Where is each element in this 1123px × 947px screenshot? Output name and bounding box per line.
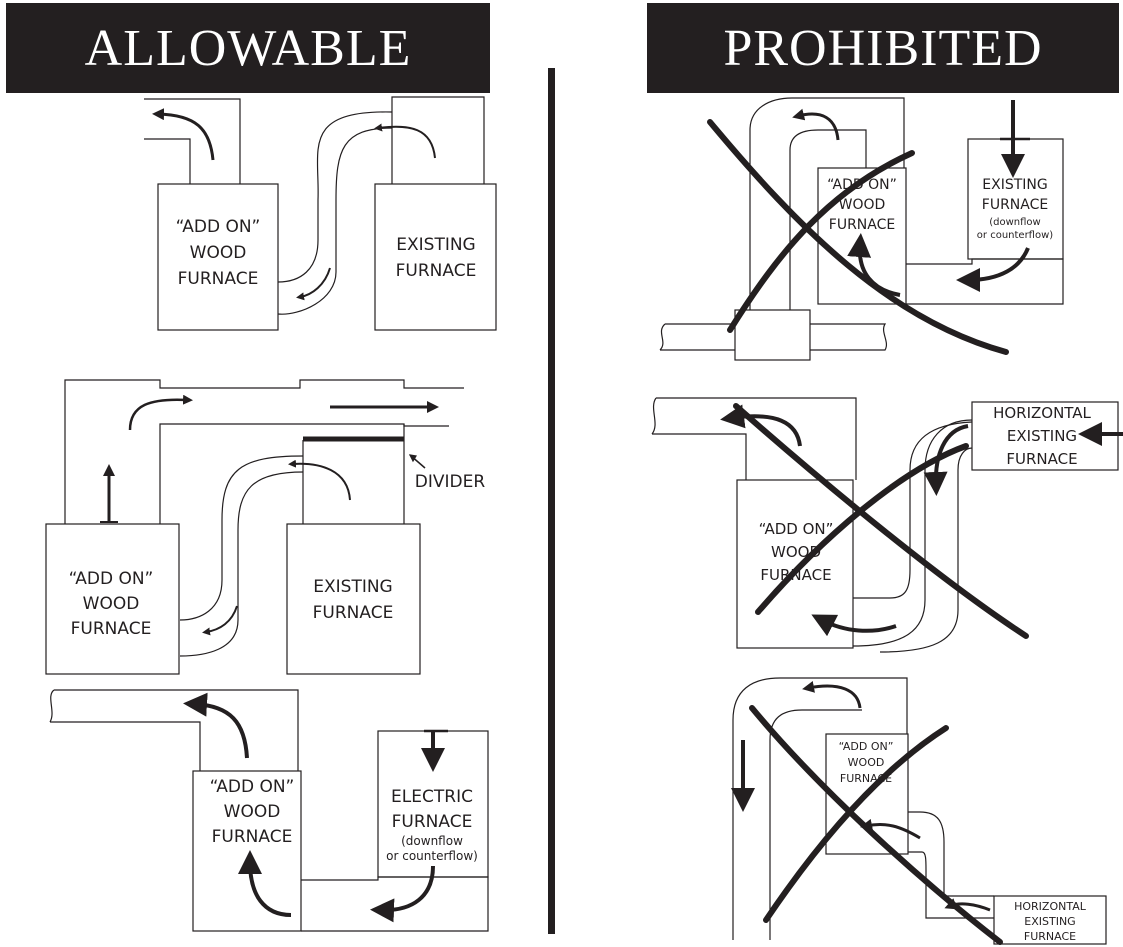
a3-electric-line-2: FURNACE [392, 812, 473, 832]
prohibited-diagram-2 [651, 397, 1123, 653]
a2-existing-label: EXISTING FURNACE [313, 577, 394, 623]
p2-wood-line-2: WOOD [771, 543, 821, 561]
p3-wood-label: “ADD ON” WOOD FURNACE [839, 740, 894, 785]
a1-existing-furnace [374, 183, 497, 331]
p1-existing-line-1: EXISTING [982, 177, 1047, 193]
a3-electric-note-2: or counterflow) [386, 849, 478, 863]
p1-wood-line-3: FURNACE [829, 217, 895, 233]
p1-existing-note-1: (downflow [989, 217, 1040, 228]
a2-wood-line-1: “ADD ON” [69, 569, 154, 589]
prohibited-diagram-1 [659, 97, 1064, 361]
center-divider [548, 68, 555, 934]
p3-wood-furnace [825, 733, 909, 855]
p3-wood-line-2: WOOD [848, 756, 885, 769]
a1-wood-furnace [157, 183, 279, 331]
a1-wood-label: “ADD ON” WOOD FURNACE [176, 217, 261, 289]
a3-wood-line-2: WOOD [224, 802, 281, 822]
p3-horizontal-furnace [993, 895, 1107, 945]
p1-wood-label: “ADD ON” WOOD FURNACE [827, 177, 897, 233]
a1-wood-line-2: WOOD [190, 243, 247, 263]
a2-wood-line-2: WOOD [83, 594, 140, 614]
p2-horizontal-line-3: FURNACE [1006, 450, 1077, 468]
p1-wood-line-1: “ADD ON” [827, 177, 897, 193]
p2-horizontal-label: HORIZONTAL EXISTING FURNACE [993, 404, 1091, 468]
a3-wood-label: “ADD ON” WOOD FURNACE [210, 777, 295, 847]
p2-wood-furnace [736, 479, 854, 649]
p3-wood-line-3: FURNACE [840, 772, 892, 785]
a3-electric-label: ELECTRIC FURNACE (downflow or counterflo… [386, 787, 478, 863]
p2-wood-line-3: FURNACE [760, 566, 831, 584]
a1-existing-label: EXISTING FURNACE [396, 235, 477, 281]
a2-wood-label: “ADD ON” WOOD FURNACE [69, 569, 154, 639]
allowable-diagram-2 [45, 379, 464, 675]
a2-existing-furnace [286, 523, 421, 675]
a2-divider-label: DIVIDER [415, 472, 486, 492]
p1-existing-note-2: or counterflow) [977, 230, 1053, 241]
p2-wood-label: “ADD ON” WOOD FURNACE [759, 520, 834, 584]
p3-wood-line-1: “ADD ON” [839, 740, 894, 753]
p1-existing-line-2: FURNACE [982, 197, 1048, 213]
a2-existing-line-2: FURNACE [313, 603, 394, 623]
a3-wood-line-3: FURNACE [212, 827, 293, 847]
allowable-header: ALLOWABLE [6, 3, 490, 93]
a3-electric-line-1: ELECTRIC [391, 787, 473, 807]
p1-wood-line-2: WOOD [839, 197, 886, 213]
a3-wood-line-1: “ADD ON” [210, 777, 295, 797]
a1-wood-line-3: FURNACE [178, 269, 259, 289]
prohibited-diagram-3 [731, 677, 1107, 945]
p3-horizontal-line-2: EXISTING [1024, 915, 1075, 928]
p2-horizontal-line-1: HORIZONTAL [993, 404, 1091, 422]
p3-horizontal-label: HORIZONTAL EXISTING FURNACE [1014, 900, 1087, 943]
p2-wood-line-1: “ADD ON” [759, 520, 834, 538]
a1-existing-line-1: EXISTING [396, 235, 475, 255]
p3-horizontal-line-1: HORIZONTAL [1014, 900, 1087, 913]
allowable-diagram-3 [49, 689, 489, 932]
a3-electric-note-1: (downflow [401, 834, 463, 848]
a3-wood-furnace [192, 770, 302, 932]
p2-horizontal-line-2: EXISTING [1007, 427, 1077, 445]
a1-wood-line-1: “ADD ON” [176, 217, 261, 237]
p3-horizontal-line-3: FURNACE [1024, 930, 1076, 943]
p1-existing-label: EXISTING FURNACE (downflow or counterflo… [977, 177, 1053, 241]
a1-existing-line-2: FURNACE [396, 261, 477, 281]
a2-wood-line-3: FURNACE [71, 619, 152, 639]
a2-existing-line-1: EXISTING [313, 577, 392, 597]
prohibited-header: PROHIBITED [647, 3, 1119, 93]
a2-wood-furnace [45, 523, 180, 675]
allowable-diagram-1 [144, 96, 497, 331]
